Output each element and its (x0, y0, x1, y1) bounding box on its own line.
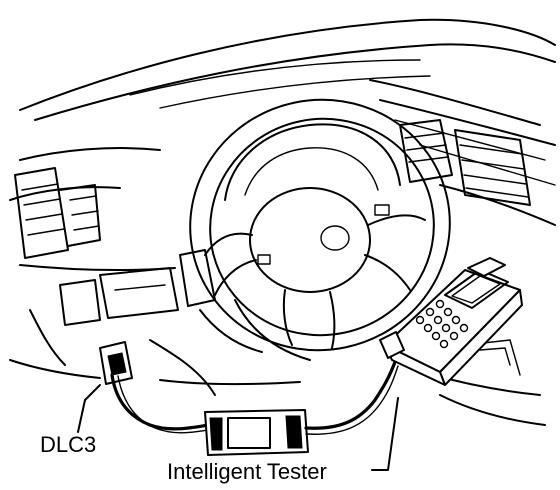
intelligent-tester-label: Intelligent Tester (167, 459, 327, 484)
lower-dash-panel (9, 264, 546, 426)
instrument-cluster (224, 123, 401, 201)
inline-adapter (204, 409, 309, 456)
steering-wheel (189, 98, 451, 352)
label-leaders (77, 384, 399, 471)
tester-keypad (415, 299, 469, 349)
right-air-vents (399, 119, 531, 206)
steering-column (179, 249, 311, 361)
dlc3-label: DLC3 (40, 432, 97, 457)
dlc3-connector (99, 341, 210, 434)
left-air-vent (14, 167, 101, 259)
intelligent-tester-device (379, 257, 523, 386)
tester-cable (304, 360, 399, 435)
